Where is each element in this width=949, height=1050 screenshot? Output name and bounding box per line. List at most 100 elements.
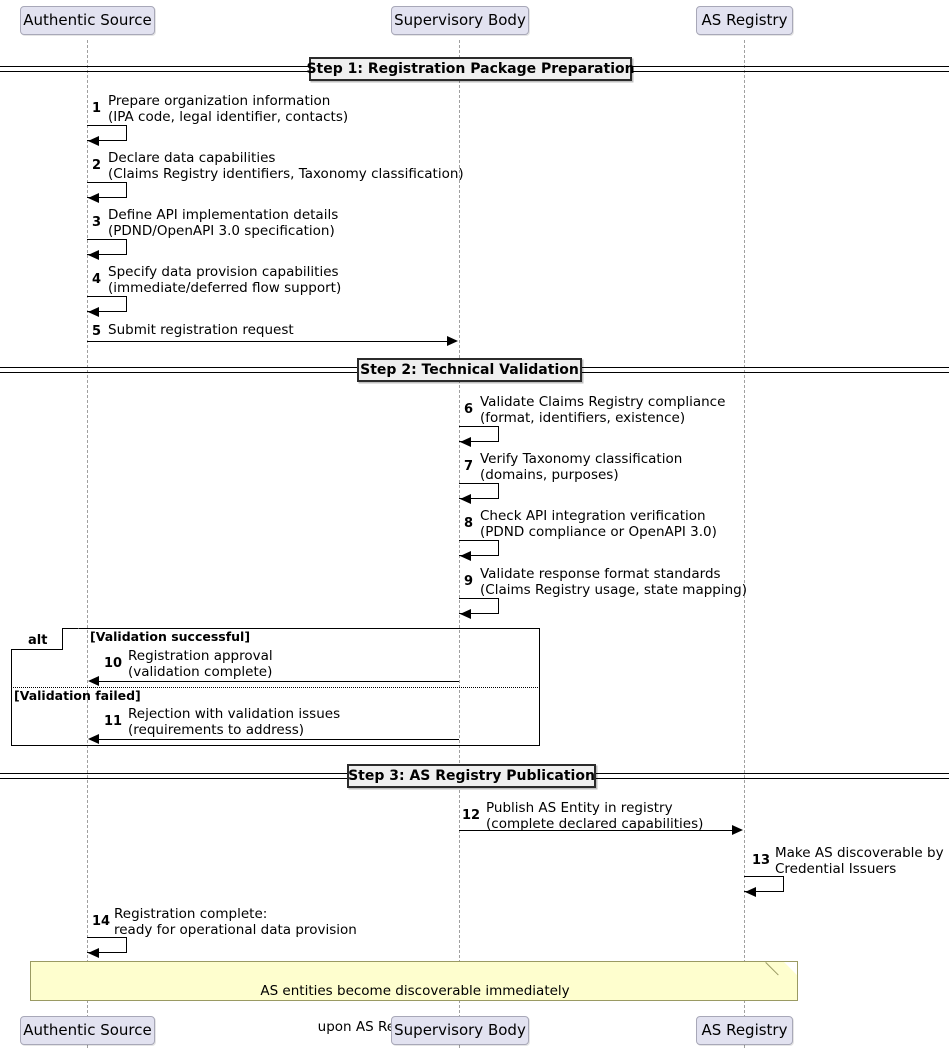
message-label-8: Check API integration verification (PDND… xyxy=(480,508,717,540)
self-message-arrow-9 xyxy=(459,598,499,614)
message-line: (domains, purposes) xyxy=(480,466,619,483)
arrow-head-8 xyxy=(460,551,471,561)
message-number-8: 8 xyxy=(464,516,474,531)
message-line: (immediate/deferred flow support) xyxy=(108,279,342,296)
message-line: Declare data capabilities xyxy=(108,150,276,166)
participant-supervisory-body-bottom[interactable]: Supervisory Body xyxy=(391,1016,529,1045)
arrow-head-6 xyxy=(460,437,471,447)
divider-step1: Step 1: Registration Package Preparation xyxy=(306,57,635,81)
self-message-arrow-13 xyxy=(744,876,784,892)
message-line: (format, identifiers, existence) xyxy=(480,409,686,426)
self-message-arrow-3 xyxy=(87,239,127,255)
message-number-11: 11 xyxy=(104,714,123,729)
self-message-arrow-1 xyxy=(87,125,127,141)
divider-label: Step 2: Technical Validation xyxy=(360,362,579,378)
message-number-1: 1 xyxy=(92,101,102,116)
arrow-head-10 xyxy=(88,676,99,686)
alt-fragment-operator: alt xyxy=(28,633,48,648)
arrow-head-14 xyxy=(88,948,99,958)
message-number-7: 7 xyxy=(464,459,474,474)
self-message-arrow-14 xyxy=(87,937,127,953)
participant-label: AS Registry xyxy=(701,11,788,29)
message-line: ready for operational data provision xyxy=(114,921,357,938)
message-label-7: Verify Taxonomy classification (domains,… xyxy=(480,451,683,483)
message-line: Check API integration verification xyxy=(480,508,706,524)
message-number-9: 9 xyxy=(464,574,474,589)
message-arrow-12 xyxy=(459,830,732,831)
divider-step2: Step 2: Technical Validation xyxy=(357,358,582,382)
message-line: Prepare organization information xyxy=(108,93,331,109)
message-label-14: Registration complete: ready for operati… xyxy=(114,906,357,938)
message-label-2: Declare data capabilities (Claims Regist… xyxy=(108,150,464,182)
arrow-head-13 xyxy=(745,887,756,897)
message-label-3: Define API implementation details (PDND/… xyxy=(108,207,339,239)
lifeline-as-registry xyxy=(744,40,745,1048)
message-arrow-11 xyxy=(99,739,459,740)
message-line: (Claims Registry usage, state mapping) xyxy=(480,581,748,598)
lifeline-authentic-source xyxy=(87,40,88,1048)
message-label-5: Submit registration request xyxy=(108,322,294,339)
note-line: AS entities become discoverable immediat… xyxy=(260,983,570,999)
message-line: Verify Taxonomy classification xyxy=(480,451,683,467)
message-label-4: Specify data provision capabilities (imm… xyxy=(108,264,342,296)
message-number-6: 6 xyxy=(464,402,474,417)
message-line: Rejection with validation issues xyxy=(128,706,341,722)
message-number-4: 4 xyxy=(92,272,102,287)
arrow-head-5 xyxy=(447,336,458,346)
message-line: Publish AS Entity in registry xyxy=(486,800,673,816)
message-line: (complete declared capabilities) xyxy=(486,815,704,832)
arrow-head-11 xyxy=(88,734,99,744)
message-label-9: Validate response format standards (Clai… xyxy=(480,566,748,598)
message-number-14: 14 xyxy=(92,914,111,929)
note-fold-corner xyxy=(784,962,797,975)
note-discoverability: AS entities become discoverable immediat… xyxy=(30,961,798,1035)
arrow-head-7 xyxy=(460,494,471,504)
participant-label: Authentic Source xyxy=(23,11,152,29)
self-message-arrow-6 xyxy=(459,426,499,442)
arrow-head-2 xyxy=(88,193,99,203)
participant-as-registry-bottom[interactable]: AS Registry xyxy=(696,1016,793,1045)
message-number-10: 10 xyxy=(104,656,123,671)
alt-guard-1: [Validation successful] xyxy=(90,629,251,644)
message-arrow-5 xyxy=(87,341,447,342)
message-label-13: Make AS discoverable by Credential Issue… xyxy=(775,845,944,877)
participant-label: AS Registry xyxy=(701,1021,788,1039)
alt-fragment-tab xyxy=(11,628,63,650)
message-number-13: 13 xyxy=(752,853,771,868)
self-message-arrow-8 xyxy=(459,540,499,556)
arrow-head-9 xyxy=(460,609,471,619)
self-message-arrow-7 xyxy=(459,483,499,499)
participant-supervisory-body-top[interactable]: Supervisory Body xyxy=(391,6,529,35)
alt-branch-separator xyxy=(11,687,540,688)
message-arrow-10 xyxy=(99,681,459,682)
message-line: Make AS discoverable by xyxy=(775,845,944,861)
participant-authentic-source-bottom[interactable]: Authentic Source xyxy=(20,1016,155,1045)
message-number-5: 5 xyxy=(92,324,102,339)
divider-label: Step 1: Registration Package Preparation xyxy=(306,61,635,77)
message-label-10: Registration approval (validation comple… xyxy=(128,648,273,680)
participant-as-registry-top[interactable]: AS Registry xyxy=(696,6,793,35)
divider-step3: Step 3: AS Registry Publication xyxy=(347,764,596,788)
message-number-2: 2 xyxy=(92,158,102,173)
message-line: (PDND/OpenAPI 3.0 specification) xyxy=(108,222,335,239)
self-message-arrow-4 xyxy=(87,296,127,312)
message-label-6: Validate Claims Registry compliance (for… xyxy=(480,394,725,426)
message-line: Define API implementation details xyxy=(108,207,339,223)
arrow-head-1 xyxy=(88,136,99,146)
participant-authentic-source-top[interactable]: Authentic Source xyxy=(20,6,155,35)
alt-guard-2: [Validation failed] xyxy=(14,688,141,703)
arrow-head-3 xyxy=(88,250,99,260)
participant-label: Supervisory Body xyxy=(394,1021,526,1039)
message-label-11: Rejection with validation issues (requir… xyxy=(128,706,341,738)
message-line: Submit registration request xyxy=(108,322,294,338)
message-line: (validation complete) xyxy=(128,663,273,680)
message-line: (PDND compliance or OpenAPI 3.0) xyxy=(480,523,717,540)
message-line: (Claims Registry identifiers, Taxonomy c… xyxy=(108,165,464,182)
message-line: Validate response format standards xyxy=(480,566,721,582)
divider-label: Step 3: AS Registry Publication xyxy=(348,768,595,784)
message-label-12: Publish AS Entity in registry (complete … xyxy=(486,800,704,832)
message-number-3: 3 xyxy=(92,215,102,230)
lifeline-supervisory-body xyxy=(459,40,460,1048)
message-line: Registration approval xyxy=(128,648,273,664)
